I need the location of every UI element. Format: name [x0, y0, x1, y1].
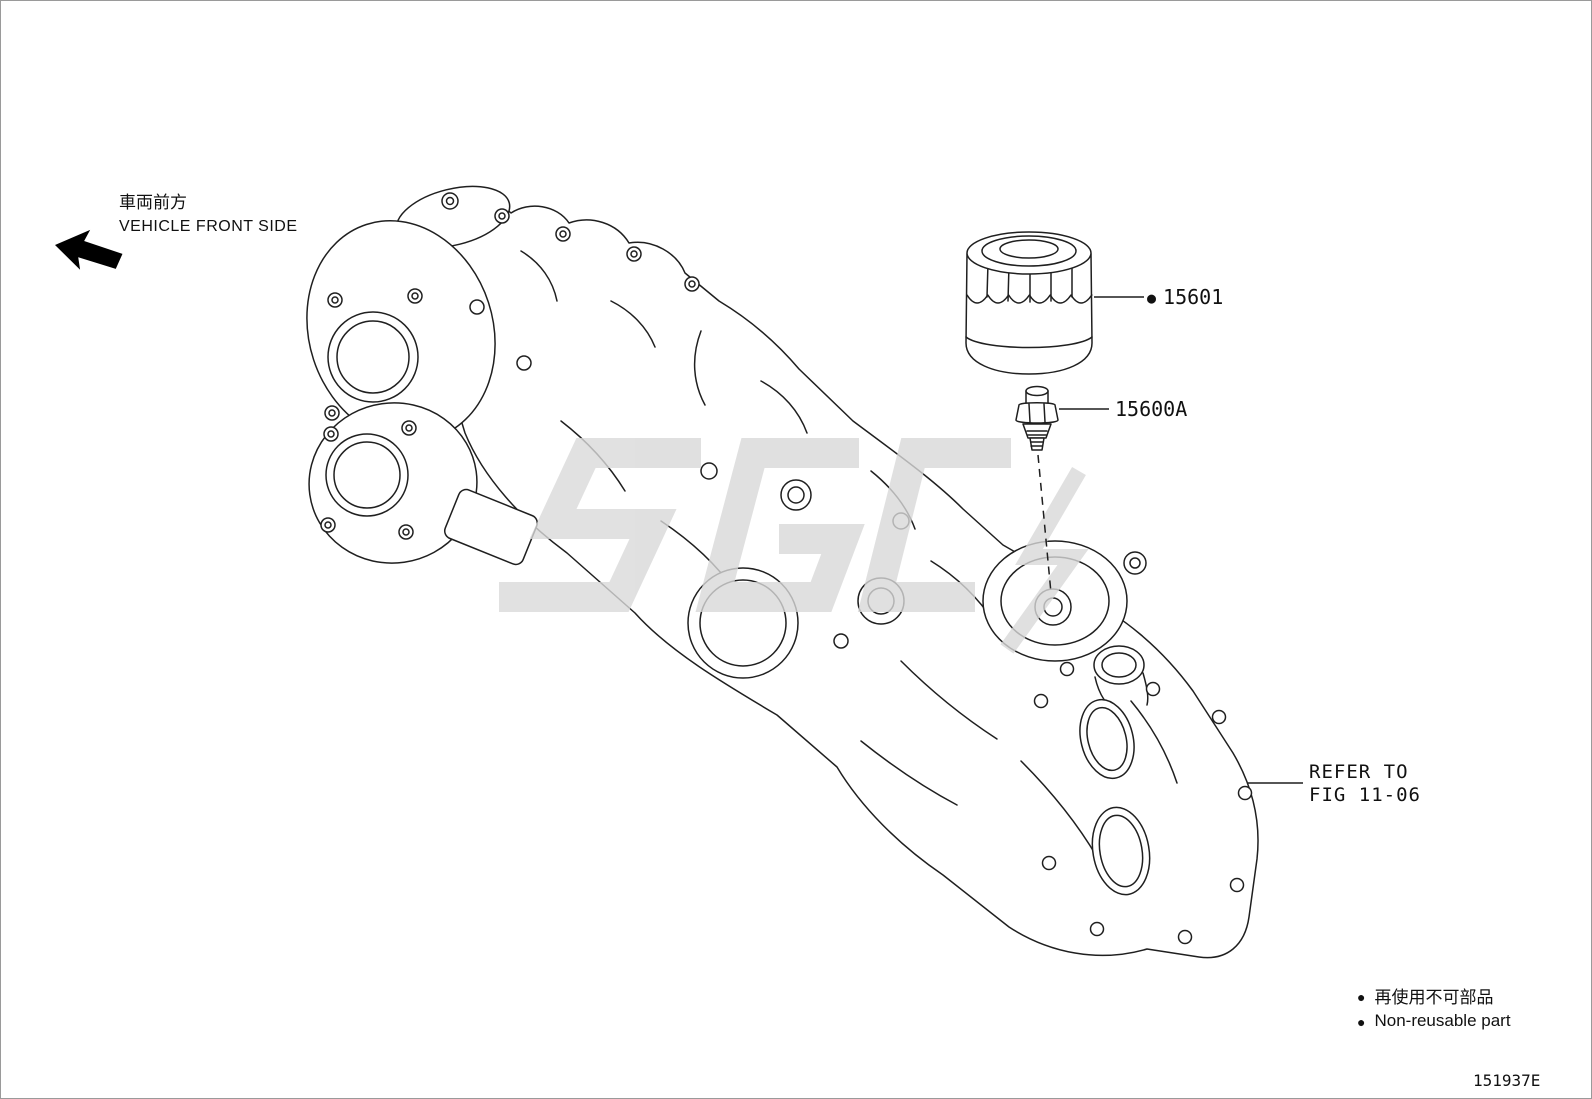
oil-union-drawing: [1015, 385, 1059, 451]
watermark: [499, 438, 1089, 654]
refer-note-line1: REFER TO: [1309, 761, 1409, 783]
engine-line-art: [306, 185, 1259, 959]
part-number-15600A: 15600A: [1115, 397, 1188, 421]
refer-note[interactable]: REFER TO FIG 11-06: [1309, 761, 1421, 807]
legend-row-en: ● Non-reusable part: [1357, 1011, 1511, 1031]
non-reusable-bullet-icon: ●: [1357, 1014, 1366, 1030]
part-number-15601: 15601: [1163, 285, 1224, 309]
non-reusable-bullet-icon: ●: [1357, 988, 1366, 1005]
assembly-dashed-line: [1037, 454, 1052, 594]
legend-row-jp: ● 再使用不可部品: [1357, 983, 1493, 1008]
legend-jp-text: 再使用不可部品: [1374, 988, 1494, 1007]
leader-lines: [1059, 296, 1303, 784]
front-arrow-icon: [55, 229, 123, 270]
oil-filter-drawing: [965, 231, 1093, 375]
refer-note-line2: FIG 11-06: [1309, 784, 1421, 806]
diagram-code: 151937E: [1473, 1071, 1541, 1090]
non-reusable-bullet-icon: ●: [1147, 288, 1157, 307]
vehicle-front-en: VEHICLE FRONT SIDE: [119, 218, 298, 235]
part-label-15601[interactable]: ● 15601: [1147, 285, 1223, 309]
vehicle-front-label: 車両前方 VEHICLE FRONT SIDE: [119, 191, 298, 239]
vehicle-front-jp: 車両前方: [119, 193, 187, 212]
part-label-15600A[interactable]: 15600A: [1115, 397, 1187, 421]
legend-en-text: Non-reusable part: [1374, 1011, 1511, 1030]
